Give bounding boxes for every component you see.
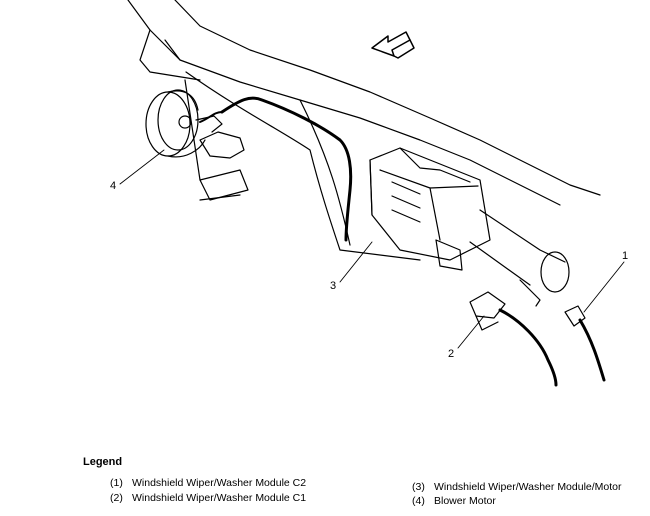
legend-number: (4) — [412, 495, 425, 507]
legend-item-1: (1) Windshield Wiper/Washer Module C2 — [110, 477, 306, 489]
cowl-panel — [127, 0, 601, 261]
connector-c1 — [469, 291, 558, 387]
wiring-harness — [199, 96, 353, 242]
leader-line-4 — [119, 149, 165, 185]
legend-number: (1) — [110, 477, 123, 489]
callout-4: 4 — [110, 180, 117, 192]
callout-1: 1 — [622, 250, 629, 262]
legend-text: Windshield Wiper/Washer Module/Motor — [434, 481, 622, 493]
legend-text: Blower Motor — [434, 495, 496, 507]
leader-line-1 — [583, 261, 625, 313]
legend-title: Legend — [83, 456, 123, 468]
leader-line-3 — [339, 241, 373, 283]
connector-c2 — [564, 305, 606, 382]
legend-number: (2) — [110, 492, 123, 504]
legend-item-4: (4) Blower Motor — [412, 495, 496, 507]
callout-3: 3 — [330, 280, 337, 292]
direction-arrow-icon — [371, 31, 415, 59]
callout-2: 2 — [448, 348, 455, 360]
legend-item-2: (2) Windshield Wiper/Washer Module C1 — [110, 492, 306, 504]
leader-line-2 — [457, 315, 485, 349]
legend-item-3: (3) Windshield Wiper/Washer Module/Motor — [412, 481, 622, 493]
blower-motor — [145, 89, 245, 159]
wiring-diagram — [119, 0, 625, 387]
legend-text: Windshield Wiper/Washer Module C2 — [132, 477, 307, 489]
legend-number: (3) — [412, 481, 425, 493]
legend-text: Windshield Wiper/Washer Module C1 — [132, 492, 307, 504]
wiper-module-motor — [369, 147, 570, 307]
